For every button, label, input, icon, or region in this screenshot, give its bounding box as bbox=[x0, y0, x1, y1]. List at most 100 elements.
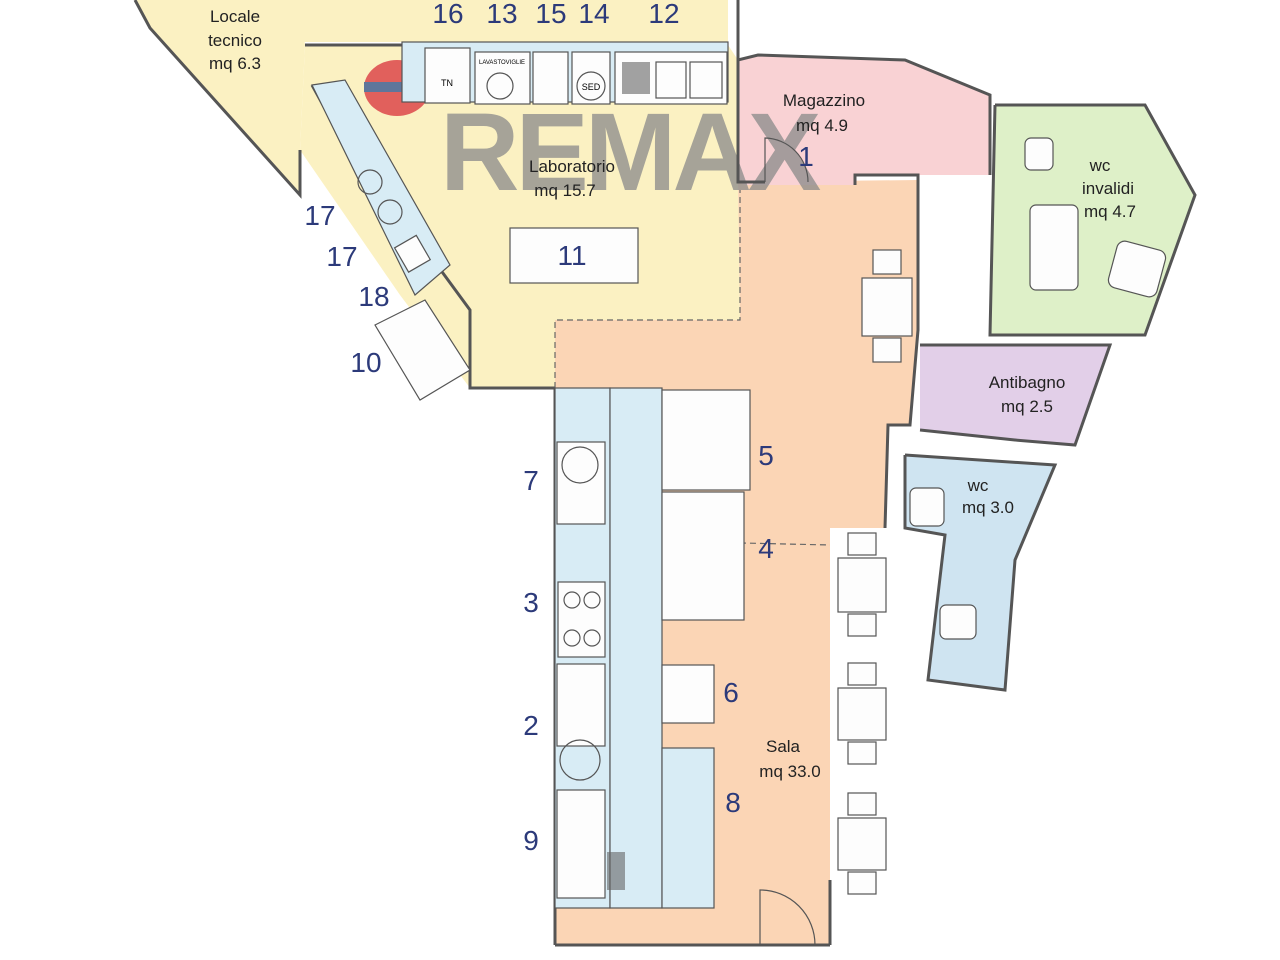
appliance-7-icon bbox=[561, 446, 599, 484]
table-top bbox=[861, 277, 913, 337]
appliance-tn bbox=[424, 47, 471, 104]
appliance-18 bbox=[393, 234, 432, 273]
label-wci-name2: invalidi bbox=[1082, 179, 1134, 198]
doors bbox=[759, 137, 816, 946]
item-number: 3 bbox=[523, 587, 539, 618]
item-number: 8 bbox=[725, 787, 741, 818]
bathroom-fixtures bbox=[909, 137, 1167, 640]
item-number: 15 bbox=[535, 0, 566, 29]
label-locale-area: mq 6.3 bbox=[209, 54, 261, 73]
antibagno-area bbox=[920, 345, 1110, 445]
chair-top-1 bbox=[872, 249, 902, 275]
laboratorio-area bbox=[300, 45, 740, 388]
wall-anti bbox=[919, 343, 1113, 447]
item-number: 2 bbox=[523, 710, 539, 741]
item-number: 17 bbox=[326, 241, 357, 272]
item-number: 12 bbox=[648, 0, 679, 29]
appliance-9-rack bbox=[607, 852, 625, 890]
wall-mag-bottom bbox=[736, 60, 765, 184]
burner-3-icon bbox=[563, 629, 581, 647]
wci-wheelchair-icon bbox=[1029, 204, 1079, 291]
chair-top-2 bbox=[872, 337, 902, 363]
remax-watermark: REMAX bbox=[364, 60, 825, 214]
label-wci-name: wc bbox=[1089, 156, 1111, 175]
top-appliances: TN LAVASTOVIGLIE SED bbox=[401, 41, 729, 105]
chair-3a bbox=[847, 792, 877, 816]
appliance-9 bbox=[556, 789, 606, 899]
appliance-17b-icon bbox=[377, 199, 403, 225]
sed-circle-icon bbox=[576, 71, 606, 101]
table-2 bbox=[837, 687, 887, 741]
burner-4-icon bbox=[583, 629, 601, 647]
burner-1-icon bbox=[563, 591, 581, 609]
item-number: 11 bbox=[557, 240, 586, 271]
label-lab-area: mq 15.7 bbox=[534, 181, 595, 200]
wc-sink-icon bbox=[909, 487, 945, 527]
chair-1b bbox=[847, 613, 877, 637]
item-number: 6 bbox=[723, 677, 739, 708]
item-number: 4 bbox=[758, 533, 774, 564]
wall-wc bbox=[903, 453, 1058, 692]
tables bbox=[837, 249, 913, 895]
label-lab-name: Laboratorio bbox=[529, 157, 615, 176]
label-sala-area: mq 33.0 bbox=[759, 762, 820, 781]
room-labels: Locale tecnico mq 6.3 Laboratorio mq 15.… bbox=[208, 7, 1136, 781]
chair-2b bbox=[847, 741, 877, 765]
appliance-17a-icon bbox=[357, 169, 383, 195]
item-number: 17 bbox=[304, 200, 335, 231]
counter-front bbox=[609, 387, 663, 909]
label-sala-name: Sala bbox=[766, 737, 801, 756]
label-mag-area: mq 4.9 bbox=[796, 116, 848, 135]
label-anti-name: Antibagno bbox=[989, 373, 1066, 392]
item-number: 13 bbox=[486, 0, 517, 29]
table-3 bbox=[837, 817, 887, 871]
appliance-sed-label: SED bbox=[582, 82, 601, 92]
item-number: 5 bbox=[758, 440, 774, 471]
appliance-4 bbox=[661, 491, 745, 621]
label-anti-area: mq 2.5 bbox=[1001, 397, 1053, 416]
wci-sink-icon bbox=[1107, 240, 1167, 298]
chair-2a bbox=[847, 662, 877, 686]
label-mag-name: Magazzino bbox=[783, 91, 865, 110]
appliance-tn-label: TN bbox=[441, 78, 453, 88]
burner-2-icon bbox=[583, 591, 601, 609]
chair-1a bbox=[847, 532, 877, 556]
wc-toilet-icon bbox=[939, 604, 977, 640]
wall-magazzino bbox=[736, 0, 992, 175]
label-locale-name: Locale bbox=[210, 7, 260, 26]
top-strip bbox=[300, 0, 728, 42]
wci-toilet-icon bbox=[1024, 137, 1054, 171]
appliance-2-icon bbox=[559, 739, 601, 781]
wall-wci bbox=[988, 103, 1197, 337]
magazzino-area bbox=[738, 55, 990, 185]
appliance-lavastoviglie bbox=[474, 51, 531, 105]
item-number: 10 bbox=[350, 347, 381, 378]
appliance-15 bbox=[532, 51, 569, 105]
label-wci-area: mq 4.7 bbox=[1084, 202, 1136, 221]
label-wc-name: wc bbox=[967, 476, 989, 495]
label-wc-area: mq 3.0 bbox=[962, 498, 1014, 517]
label-locale-name2: tecnico bbox=[208, 31, 262, 50]
appliance-5 bbox=[661, 389, 751, 491]
door-magazzino bbox=[764, 137, 809, 183]
watermark-brand-text: REMAX bbox=[440, 91, 821, 214]
item-number: 14 bbox=[578, 0, 609, 29]
appliance-3-stove bbox=[557, 581, 606, 658]
appliance-10 bbox=[374, 299, 471, 401]
appliance-2 bbox=[556, 663, 606, 747]
item-number: 16 bbox=[432, 0, 463, 29]
lab-diagonal-counter bbox=[311, 79, 471, 401]
lavastoviglie-drum-icon bbox=[486, 72, 514, 100]
watermark-balloon-stripe bbox=[364, 82, 430, 92]
wall-locale bbox=[133, 0, 302, 199]
item-number: 9 bbox=[523, 825, 539, 856]
table-1 bbox=[837, 557, 887, 613]
item-numbers: 16 13 15 14 12 1 17 17 18 10 11 5 7 4 3 … bbox=[304, 0, 813, 856]
sink-basin-1 bbox=[655, 61, 687, 99]
appliance-lavastoviglie-label: LAVASTOVIGLIE bbox=[479, 60, 525, 66]
locale-tecnico-area bbox=[135, 0, 305, 195]
door-entrance bbox=[759, 889, 816, 946]
corridor-area bbox=[918, 180, 985, 330]
dash-lab-sala bbox=[554, 190, 741, 388]
